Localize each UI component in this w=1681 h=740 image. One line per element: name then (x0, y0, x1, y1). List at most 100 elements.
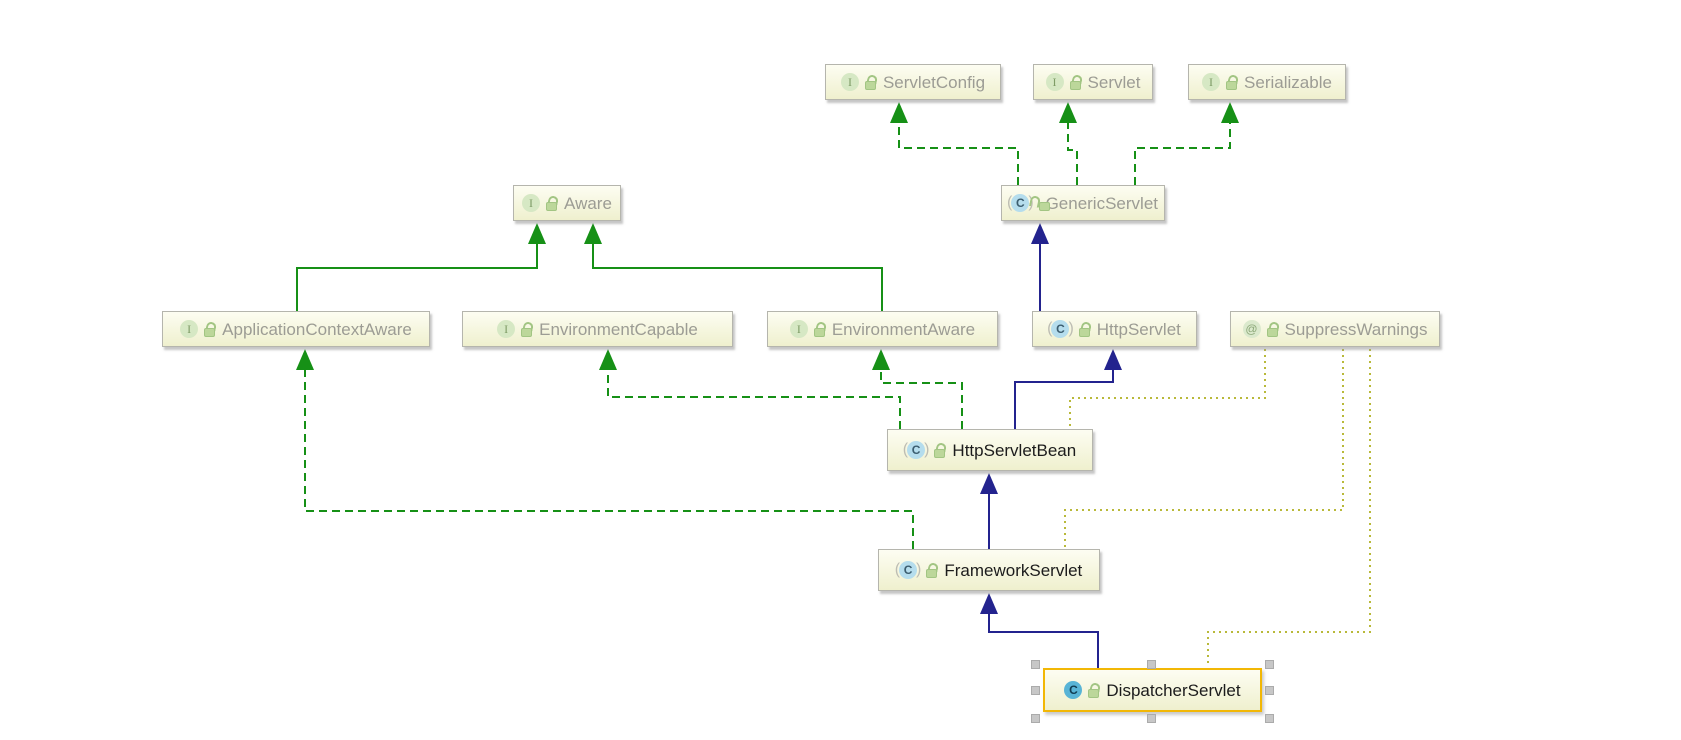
arrowhead (980, 473, 998, 494)
node-generic-servlet[interactable]: (C)GenericServlet (1001, 185, 1165, 221)
node-label: Servlet (1087, 72, 1141, 92)
class-icon: (C) (902, 441, 930, 459)
arrowhead (1104, 349, 1122, 370)
class-icon: C (1064, 681, 1083, 699)
arrowhead (872, 349, 890, 370)
paren: ( (894, 561, 901, 578)
lock-icon (1226, 75, 1238, 90)
node-servlet-config[interactable]: I ServletConfig (825, 64, 1001, 100)
edge-suppress-warnings--dispatcher-servlet (1207, 349, 1371, 666)
arrowhead (980, 593, 998, 614)
selection-handle[interactable] (1147, 660, 1156, 669)
node-label: DispatcherServlet (1106, 680, 1241, 700)
edge-suppress-warnings--framework-servlet (1064, 349, 1344, 549)
node-label: EnvironmentAware (831, 319, 976, 339)
lock-icon (1069, 75, 1082, 90)
icon-letter: C (1051, 320, 1070, 338)
paren: ) (924, 441, 930, 458)
edge-application-context-aware--aware (296, 223, 546, 311)
node-servlet[interactable]: I Servlet (1033, 64, 1153, 100)
edge-framework-servlet--http-servlet-bean (980, 473, 998, 549)
selection-handle[interactable] (1265, 660, 1274, 669)
node-label: HttpServletBean (952, 440, 1077, 460)
lock-icon (934, 443, 946, 458)
paren: ( (902, 441, 909, 458)
arrowhead (296, 349, 314, 370)
node-label: FrameworkServlet (944, 560, 1083, 580)
interface-icon: I (1202, 73, 1221, 91)
interface-icon: I (840, 73, 859, 91)
annotation-icon: @ (1242, 320, 1261, 338)
arrowhead (1059, 102, 1077, 123)
icon-letter: @ (1242, 320, 1261, 338)
arrowhead (1221, 102, 1239, 123)
icon-letter: I (840, 73, 859, 91)
paren: ( (1047, 320, 1053, 337)
node-aware[interactable]: I Aware (513, 185, 621, 221)
class-icon: (C) (1047, 320, 1074, 338)
node-application-context-aware[interactable]: I ApplicationContextAware (162, 311, 430, 347)
edge-http-servlet-bean--environment-capable (599, 349, 901, 429)
selection-handle[interactable] (1031, 686, 1040, 695)
selection-handle[interactable] (1031, 714, 1040, 723)
lock-icon (204, 322, 216, 337)
icon-letter: I (1045, 73, 1064, 91)
icon-letter: C (907, 441, 926, 459)
arrowhead (1031, 223, 1049, 244)
icon-letter: C (1011, 194, 1030, 212)
node-label: ServletConfig (882, 72, 986, 92)
icon-letter: I (522, 194, 541, 212)
edge-suppress-warnings--http-servlet-bean (1069, 349, 1266, 429)
interface-icon: I (180, 320, 199, 338)
paren: ) (916, 561, 922, 578)
selection-handle[interactable] (1147, 714, 1156, 723)
interface-icon: I (497, 320, 516, 338)
selection-handle[interactable] (1265, 714, 1274, 723)
lock-icon (546, 196, 558, 211)
node-suppress-warnings[interactable]: @ SuppressWarnings (1230, 311, 1440, 347)
icon-letter: I (180, 320, 199, 338)
lock-icon (1038, 196, 1049, 211)
lock-icon (1088, 683, 1100, 698)
icon-letter: I (1202, 73, 1221, 91)
edge-dispatcher-servlet--framework-servlet (980, 593, 1099, 668)
node-label: SuppressWarnings (1284, 319, 1428, 339)
edge-http-servlet--generic-servlet (1031, 223, 1049, 311)
edge-generic-servlet--servlet-config (890, 102, 1019, 185)
lock-icon (1266, 322, 1279, 337)
node-label: ApplicationContextAware (222, 319, 412, 339)
lock-icon (926, 563, 938, 578)
lock-icon (813, 322, 826, 337)
class-icon: (C) (894, 561, 922, 579)
selection-handle[interactable] (1265, 686, 1274, 695)
selection-handle[interactable] (1031, 660, 1040, 669)
lock-icon (864, 75, 877, 90)
node-http-servlet-bean[interactable]: (C) HttpServletBean (887, 429, 1093, 471)
node-label: HttpServlet (1096, 319, 1181, 339)
edge-framework-servlet--application-context-aware (296, 349, 914, 549)
icon-letter: I (789, 320, 808, 338)
icon-letter: I (497, 320, 516, 338)
icon-letter: C (1064, 681, 1083, 699)
node-label: Aware (564, 193, 612, 213)
arrowhead (584, 223, 602, 244)
lock-icon (521, 322, 533, 337)
node-environment-aware[interactable]: I EnvironmentAware (767, 311, 998, 347)
node-http-servlet[interactable]: (C) HttpServlet (1032, 311, 1197, 347)
edge-http-servlet-bean--http-servlet (1014, 349, 1122, 429)
interface-icon: I (1045, 73, 1064, 91)
edge-http-servlet-bean--environment-aware (872, 349, 963, 429)
node-dispatcher-servlet[interactable]: C DispatcherServlet (1043, 668, 1262, 712)
arrowhead (528, 223, 546, 244)
node-framework-servlet[interactable]: (C) FrameworkServlet (878, 549, 1100, 591)
node-label: GenericServlet (1045, 193, 1158, 213)
paren: ( (1007, 194, 1013, 211)
paren: ) (1068, 320, 1074, 337)
arrowhead (599, 349, 617, 370)
edge-generic-servlet--serializable (1134, 102, 1239, 185)
interface-icon: I (522, 194, 541, 212)
icon-letter: C (899, 561, 918, 579)
